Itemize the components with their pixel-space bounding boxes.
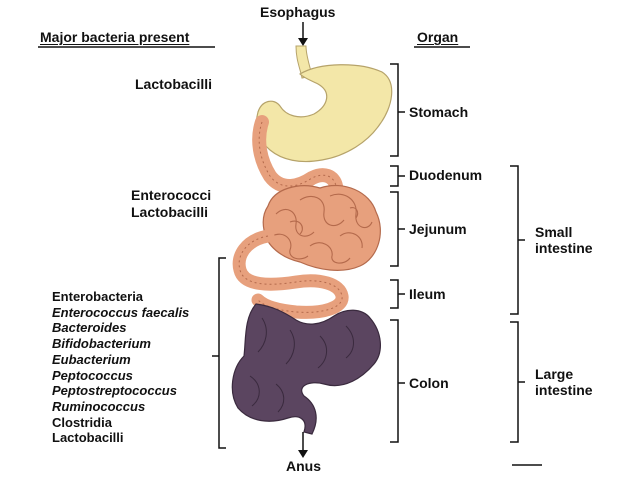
colon-bracket — [390, 319, 399, 443]
colon-bacteria-list: Enterobacteria Enterococcus faecalis Bac… — [52, 289, 189, 446]
small-intestine-bracket — [510, 165, 519, 315]
ileum-tube-outline — [238, 235, 343, 313]
jejunum-mass — [262, 184, 381, 271]
esophagus-label: Esophagus — [260, 4, 336, 20]
colon-bacterium: Clostridia — [52, 414, 112, 430]
small-intestine-label-line-1: Small — [535, 224, 573, 240]
stomach-label: Stomach — [409, 104, 469, 120]
large-intestine-label-line-1: Large — [535, 366, 574, 382]
colon-bacterium: Bacteroides — [52, 320, 127, 336]
duodenum-tube-outline — [258, 121, 337, 187]
colon-bacterium: Bifidobacterium — [52, 336, 151, 352]
stomach-bacteria-label: Lactobacilli — [135, 76, 213, 92]
duodenum-bracket — [390, 165, 399, 187]
colon-bacterium: Ruminococcus — [52, 398, 146, 414]
ileum-bracket — [390, 279, 399, 309]
colon-shape — [231, 303, 381, 435]
colon-bacterium: Enterobacteria — [52, 289, 144, 304]
anus-arrowhead — [298, 450, 308, 458]
anus-label: Anus — [286, 458, 321, 474]
jejunum-label: Jejunum — [409, 221, 467, 237]
large-intestine-label-line-2: intestine — [535, 382, 593, 398]
colon-bacteria-bracket — [218, 257, 226, 449]
colon-bacterium: Peptococcus — [52, 367, 133, 383]
large-intestine-bracket — [510, 321, 519, 443]
small-intestine-bacteria-1: Enterococci — [131, 187, 212, 203]
colon-bacterium: Peptostreptococcus — [52, 383, 177, 399]
jejunum-bracket — [390, 191, 399, 267]
stomach-bracket — [390, 63, 399, 157]
jejunum-folds — [271, 193, 373, 264]
colon-bacterium: Enterococcus faecalis — [52, 304, 190, 320]
small-intestine-bacteria-2: Lactobacilli — [131, 204, 209, 220]
esophagus-arrowhead — [298, 38, 308, 46]
colon-label: Colon — [409, 375, 449, 391]
duodenum-label: Duodenum — [409, 167, 483, 183]
organ-column-header: Organ — [417, 29, 459, 45]
bacteria-column-header: Major bacteria present — [40, 29, 190, 45]
small-intestine-label-line-2: intestine — [535, 240, 593, 256]
colon-bacterium: Eubacterium — [52, 351, 131, 367]
colon-bacterium: Lactobacilli — [52, 430, 124, 446]
ileum-label: Ileum — [409, 286, 446, 302]
stomach-shape — [255, 64, 393, 163]
colon-haustra — [249, 317, 354, 413]
